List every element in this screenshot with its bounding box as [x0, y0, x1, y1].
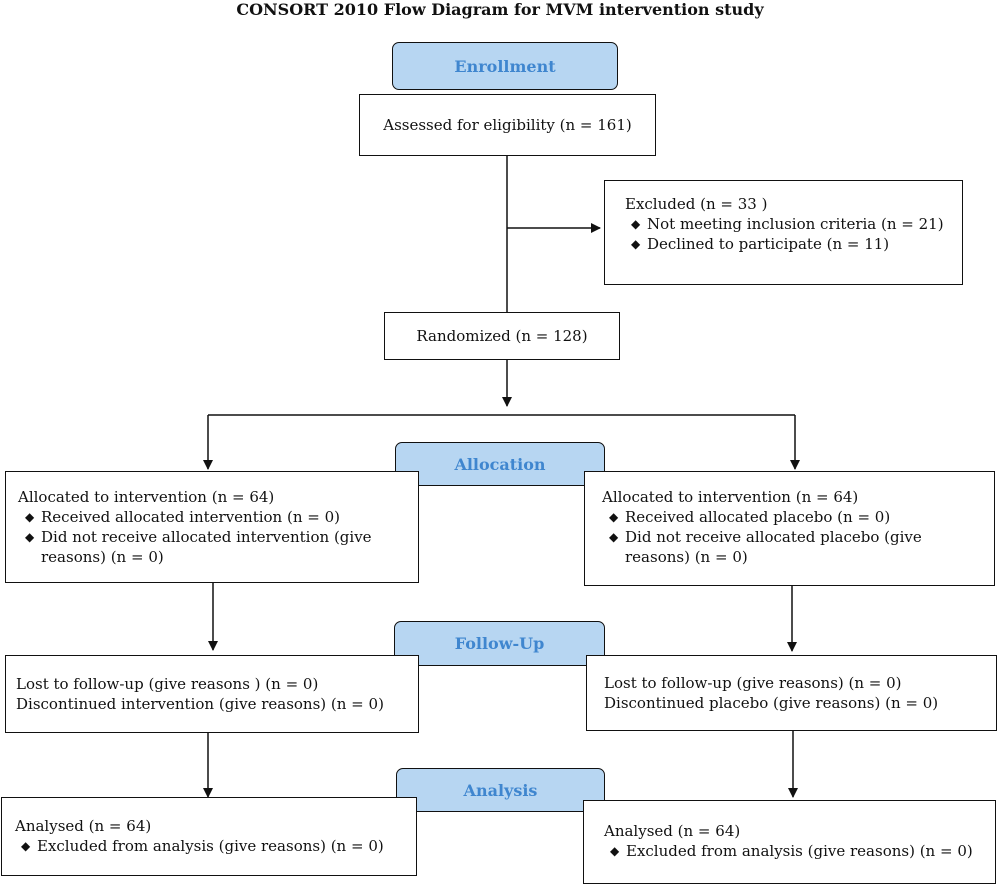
stage-follow-up: Follow-Up [394, 621, 605, 666]
diamond-bullet-icon: ◆ [631, 237, 641, 251]
excluded-box: Excluded (n = 33 ) ◆ Not meeting inclusi… [604, 180, 963, 285]
randomized-text: Randomized (n = 128) [416, 327, 588, 345]
followup-right-line: Discontinued placebo (give reasons) (n =… [604, 694, 939, 712]
list-item: ◆ Not meeting inclusion criteria (n = 21… [625, 214, 962, 234]
analysis-right-box: Analysed (n = 64) ◆ Excluded from analys… [583, 800, 996, 884]
analysis-right-heading: Analysed (n = 64) [604, 822, 741, 840]
diamond-bullet-icon: ◆ [21, 839, 31, 853]
followup-left-line: Lost to follow-up (give reasons ) (n = 0… [16, 675, 319, 693]
list-item: ◆ Did not receive allocated intervention… [18, 527, 380, 567]
diagram-title: CONSORT 2010 Flow Diagram for MVM interv… [236, 0, 764, 19]
stage-allocation-label: Allocation [454, 454, 546, 474]
list-item: ◆ Did not receive allocated placebo (giv… [602, 527, 929, 567]
allocation-right-heading: Allocated to intervention (n = 64) [602, 488, 859, 506]
diamond-bullet-icon: ◆ [609, 510, 619, 524]
allocation-left-item-text: Did not receive allocated intervention (… [41, 528, 372, 566]
stage-allocation: Allocation [395, 442, 605, 486]
assessed-text: Assessed for eligibility (n = 161) [383, 116, 632, 134]
followup-left-line: Discontinued intervention (give reasons)… [16, 695, 384, 713]
stage-follow-up-label: Follow-Up [454, 634, 545, 653]
stage-analysis-label: Analysis [463, 780, 538, 800]
excluded-heading: Excluded (n = 33 ) [625, 195, 768, 213]
list-item: ◆ Declined to participate (n = 11) [625, 234, 962, 254]
diamond-bullet-icon: ◆ [25, 530, 35, 544]
diamond-bullet-icon: ◆ [610, 844, 620, 858]
followup-right-box: Lost to follow-up (give reasons) (n = 0)… [586, 655, 997, 731]
allocation-right-item-text: Did not receive allocated placebo (give … [625, 528, 922, 566]
analysis-left-item-text: Excluded from analysis (give reasons) (n… [37, 837, 384, 855]
assessed-box: Assessed for eligibility (n = 161) [359, 94, 656, 156]
stage-enrollment-label: Enrollment [454, 56, 556, 76]
list-item: ◆ Excluded from analysis (give reasons) … [604, 841, 995, 861]
stage-enrollment: Enrollment [392, 42, 618, 90]
diamond-bullet-icon: ◆ [631, 217, 641, 231]
list-item: ◆ Excluded from analysis (give reasons) … [15, 836, 416, 856]
randomized-box: Randomized (n = 128) [384, 312, 620, 360]
analysis-right-item-text: Excluded from analysis (give reasons) (n… [626, 842, 973, 860]
allocation-left-box: Allocated to intervention (n = 64) ◆ Rec… [5, 471, 419, 583]
excluded-item-text: Not meeting inclusion criteria (n = 21) [647, 215, 944, 233]
allocation-right-item-text: Received allocated placebo (n = 0) [625, 508, 891, 526]
stage-analysis: Analysis [396, 768, 605, 812]
allocation-right-box: Allocated to intervention (n = 64) ◆ Rec… [584, 471, 995, 586]
excluded-item-text: Declined to participate (n = 11) [647, 235, 890, 253]
analysis-left-heading: Analysed (n = 64) [15, 817, 152, 835]
diamond-bullet-icon: ◆ [609, 530, 619, 544]
diamond-bullet-icon: ◆ [25, 510, 35, 524]
analysis-left-box: Analysed (n = 64) ◆ Excluded from analys… [1, 797, 417, 876]
list-item: ◆ Received allocated intervention (n = 0… [18, 507, 418, 527]
allocation-left-item-text: Received allocated intervention (n = 0) [41, 508, 340, 526]
followup-right-line: Lost to follow-up (give reasons) (n = 0) [604, 674, 902, 692]
followup-left-box: Lost to follow-up (give reasons ) (n = 0… [5, 655, 419, 733]
list-item: ◆ Received allocated placebo (n = 0) [602, 507, 994, 527]
allocation-left-heading: Allocated to intervention (n = 64) [18, 488, 275, 506]
